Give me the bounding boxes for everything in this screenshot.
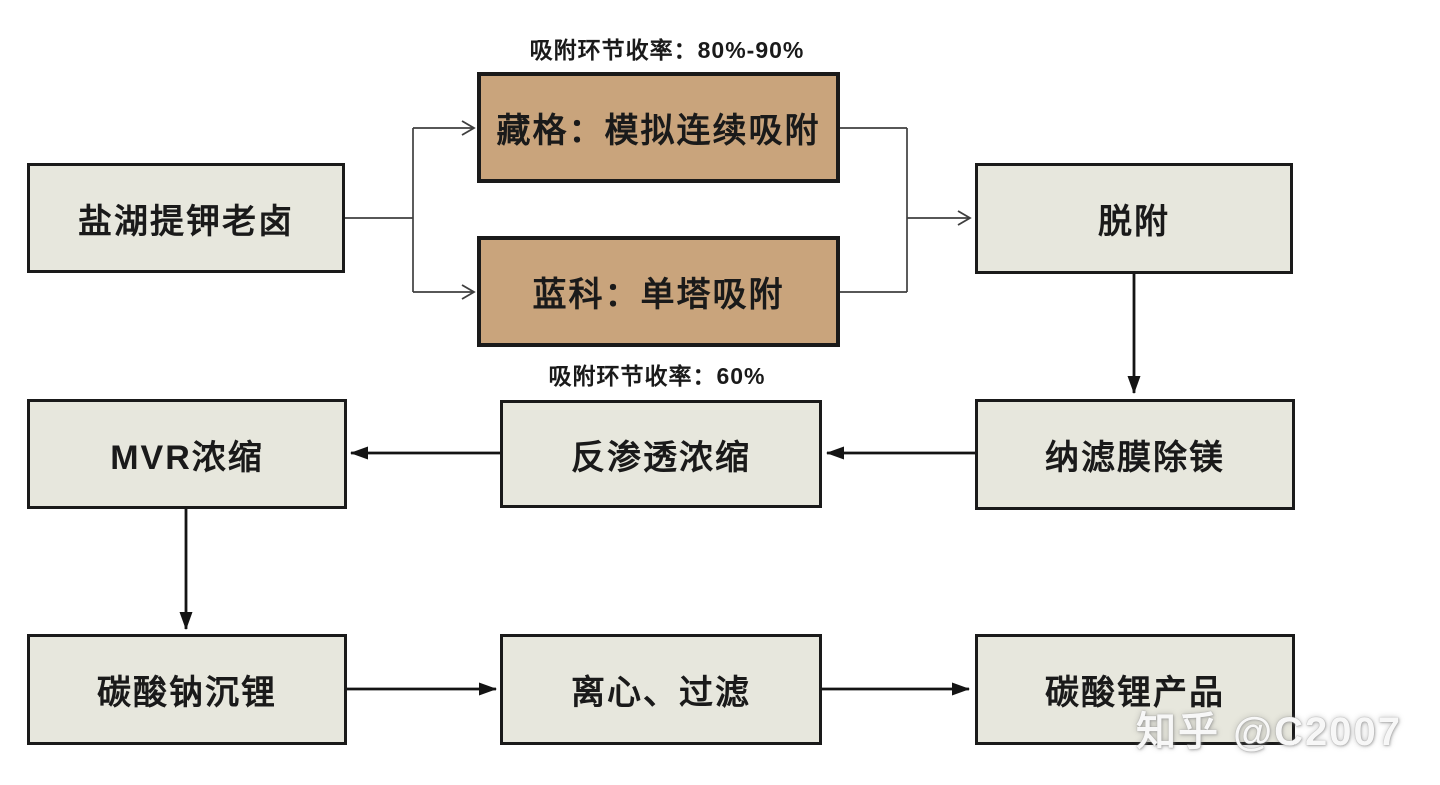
branch-connector-lines bbox=[345, 120, 972, 300]
node-sodium-precipitation: 碳酸钠沉锂 bbox=[27, 634, 347, 745]
yield-label-top: 吸附环节收率：80%-90% bbox=[529, 37, 805, 63]
node-reverse-osmosis: 反渗透浓缩 bbox=[500, 400, 822, 508]
flow-arrow-lines bbox=[179, 274, 1141, 696]
node-mvr-concentration: MVR浓缩 bbox=[27, 399, 347, 509]
yield-label-bottom: 吸附环节收率：60% bbox=[548, 363, 766, 389]
node-desorption: 脱附 bbox=[975, 163, 1293, 274]
node-lithium-carbonate-product: 碳酸锂产品 bbox=[975, 634, 1295, 745]
node-nanofiltration: 纳滤膜除镁 bbox=[975, 399, 1295, 510]
watermark: 知乎 @C2007 bbox=[1136, 710, 1402, 754]
node-zangge-adsorption: 藏格：模拟连续吸附 bbox=[477, 72, 840, 183]
node-centrifuge-filter: 离心、过滤 bbox=[500, 634, 822, 745]
node-lanke-adsorption: 蓝科：单塔吸附 bbox=[477, 236, 840, 347]
node-brine: 盐湖提钾老卤 bbox=[27, 163, 345, 273]
